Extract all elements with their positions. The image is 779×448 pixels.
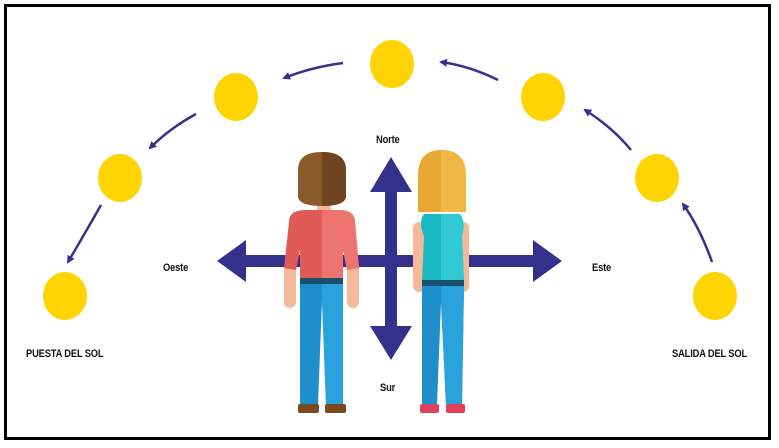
east-label: Este (592, 262, 612, 274)
man-figure-icon (284, 152, 359, 413)
sun-icon (693, 272, 737, 320)
sun-arc (43, 40, 737, 320)
diagram-frame (4, 4, 771, 440)
path-arrow-icon (66, 204, 103, 264)
sunrise-label: SALIDA DEL SOL (672, 348, 748, 360)
path-arrow-icon (148, 112, 197, 150)
sun-icon (635, 154, 679, 202)
path-arrow-icon (439, 58, 499, 82)
compass-arrows-icon (217, 157, 562, 360)
sun-icon (98, 154, 142, 202)
west-label: Oeste (163, 262, 189, 274)
north-label: Norte (376, 134, 400, 146)
sun-icon (370, 40, 414, 88)
sun-icon (214, 73, 258, 121)
sunset-label: PUESTA DEL SOL (26, 348, 104, 360)
woman-figure-icon (413, 150, 469, 413)
south-label: Sur (380, 382, 396, 394)
sun-icon (43, 272, 87, 320)
path-arrow-icon (681, 202, 714, 263)
path-arrow-icon (282, 61, 344, 80)
sun-path-arrows (66, 58, 714, 264)
path-arrow-icon (583, 108, 632, 151)
sun-icon (521, 73, 565, 121)
